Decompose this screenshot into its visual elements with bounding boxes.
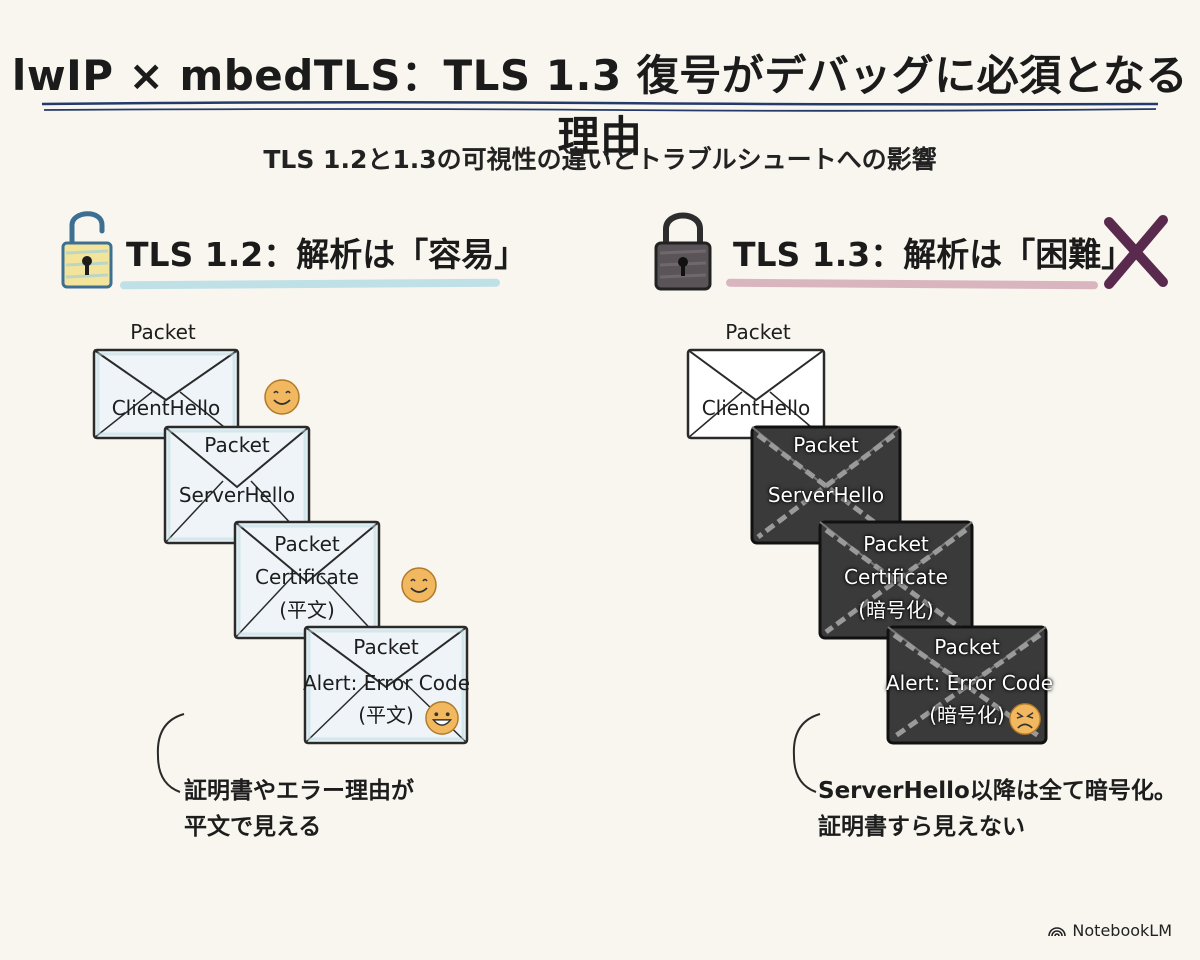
smiley-icon — [401, 567, 437, 603]
envelope-server-hello-encrypted: Packet ServerHello — [750, 425, 902, 545]
packet-name: Alert: Error Code — [303, 671, 471, 695]
envelope-certificate: Packet Certificate (平文) — [233, 520, 381, 640]
tls13-heading: TLS 1.3：解析は「困難」 — [733, 235, 1135, 274]
packet-label: Packet — [934, 635, 1000, 659]
unlocked-padlock-icon — [61, 211, 113, 289]
subtitle: TLS 1.2と1.3の可視性の違いとトラブルシュートへの影響 — [263, 145, 937, 174]
tls13-note: ServerHello以降は全て暗号化。 証明書すら見えない — [818, 773, 1177, 845]
tls13-note-line2: 証明書すら見えない — [818, 814, 1025, 840]
packet-label: Packet — [130, 320, 196, 344]
brand-name: NotebookLM — [1072, 921, 1172, 940]
packet-label: Packet — [725, 320, 791, 344]
packet-name: Alert: Error Code — [886, 671, 1054, 695]
title-underline — [41, 100, 1159, 112]
packet-label: Packet — [863, 532, 929, 556]
tls12-heading: TLS 1.2：解析は「容易」 — [126, 235, 528, 274]
callout-bracket — [792, 713, 821, 793]
smiley-icon — [264, 379, 300, 415]
envelope-alert: Packet Alert: Error Code (平文) — [303, 625, 471, 745]
packet-name: ClientHello — [111, 396, 221, 420]
envelope-server-hello: Packet ServerHello — [163, 425, 311, 545]
locked-padlock-icon — [654, 212, 712, 291]
tls12-note-line2: 平文で見える — [184, 814, 322, 840]
packet-name: ServerHello — [767, 483, 885, 507]
envelope-alert-encrypted: Packet Alert: Error Code (暗号化) — [886, 625, 1054, 745]
packet-label: Packet — [274, 532, 340, 556]
packet-name: Certificate — [255, 565, 359, 589]
tls12-heading-underline — [119, 278, 501, 290]
envelope-certificate-encrypted: Packet Certificate (暗号化) — [818, 520, 974, 640]
tls13-note-line1: ServerHello以降は全て暗号化。 — [818, 778, 1177, 804]
packet-label: Packet — [204, 433, 270, 457]
tls12-note: 証明書やエラー理由が 平文で見える — [184, 773, 414, 845]
packet-visibility: (平文) — [279, 598, 335, 622]
envelope-client-hello: ClientHello — [92, 348, 240, 468]
notebooklm-logo-icon — [1048, 927, 1067, 937]
packet-name: ServerHello — [178, 483, 296, 507]
packet-visibility: (暗号化) — [858, 598, 934, 622]
envelope-icon — [163, 425, 311, 545]
chained-envelope-icon — [818, 520, 974, 640]
cross-mark-icon — [1104, 215, 1168, 289]
callout-bracket — [156, 713, 185, 793]
chained-envelope-icon — [750, 425, 902, 545]
tls12-note-line1: 証明書やエラー理由が — [184, 778, 414, 804]
packet-visibility: (暗号化) — [929, 703, 1005, 727]
tls13-heading-underline — [725, 278, 1099, 290]
frowning-face-icon — [1009, 703, 1041, 735]
envelope-client-hello: ClientHello — [686, 348, 826, 468]
packet-label: Packet — [353, 635, 419, 659]
chained-envelope-icon — [886, 625, 1048, 745]
grinning-face-icon — [425, 701, 459, 735]
packet-label: Packet — [793, 433, 859, 457]
packet-name: Certificate — [844, 565, 948, 589]
packet-visibility: (平文) — [358, 703, 414, 727]
notebooklm-logo: NotebookLM — [1048, 921, 1172, 940]
packet-name: ClientHello — [701, 396, 811, 420]
page-title: lwIP × mbedTLS：TLS 1.3 復号がデバッグに必須となる理由 — [11, 51, 1189, 161]
